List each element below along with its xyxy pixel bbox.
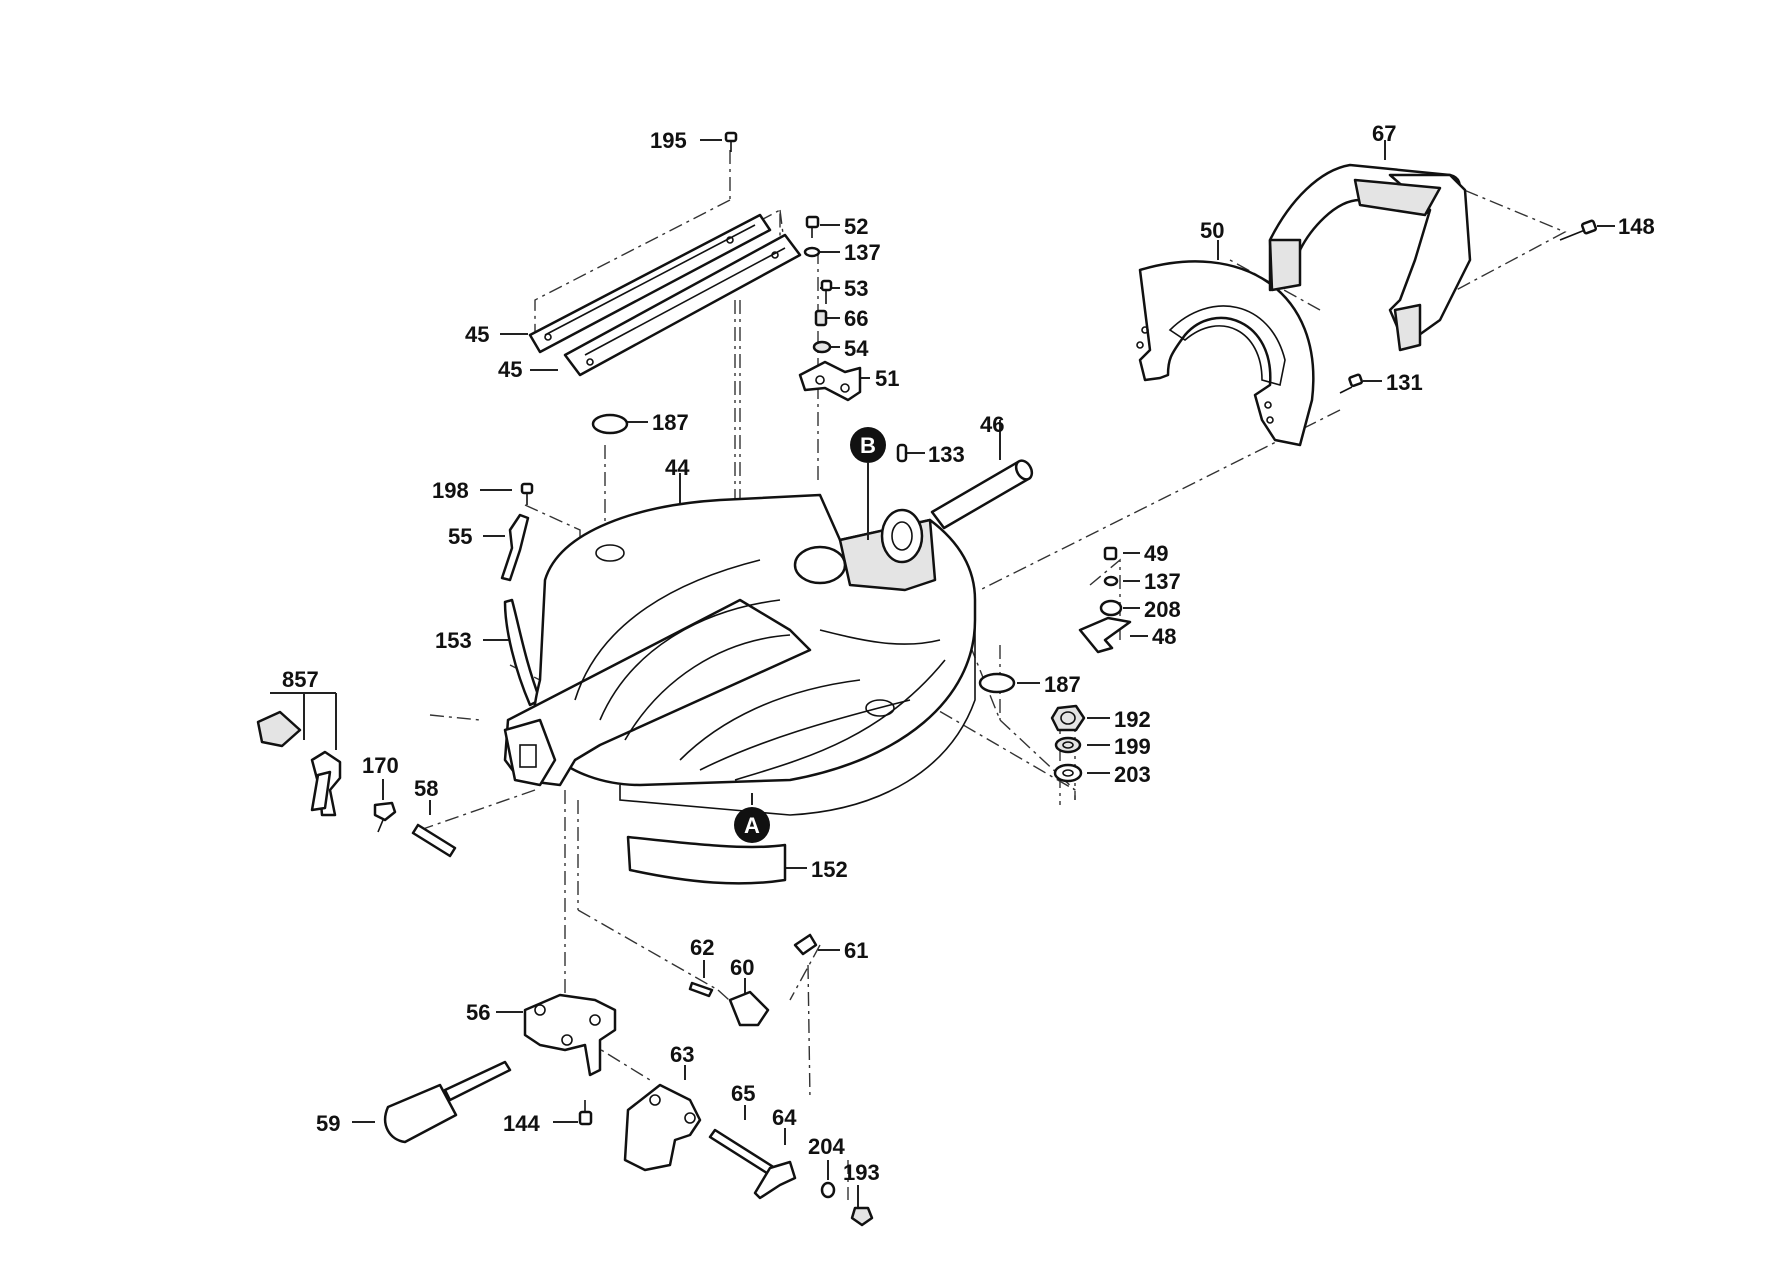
part-193-nut <box>850 1206 874 1227</box>
callout-144: 144 <box>503 1111 540 1136</box>
part-187-plug-left <box>591 413 629 435</box>
callout-199: 199 <box>1114 734 1151 759</box>
callout-203: 203 <box>1114 762 1151 787</box>
callout-66: 66 <box>844 306 868 331</box>
callout-46: 46 <box>980 412 1004 437</box>
part-66-spring <box>814 309 828 327</box>
part-51-bracket <box>798 360 862 402</box>
leader-lines <box>270 139 1615 1210</box>
part-52-bolt <box>805 215 820 238</box>
callout-187: 187 <box>652 410 689 435</box>
part-199-lockwasher <box>1054 736 1082 754</box>
part-170-knob <box>373 801 397 833</box>
callout-51: 51 <box>875 366 899 391</box>
part-49-bolt <box>1103 546 1118 561</box>
callout-45: 45 <box>465 322 489 347</box>
part-60-latch <box>728 990 770 1027</box>
marker-B-label: B <box>860 433 876 458</box>
callout-137: 137 <box>844 240 881 265</box>
callout-208: 208 <box>1144 597 1181 622</box>
part-137-washer-top <box>803 246 821 258</box>
callout-192: 192 <box>1114 707 1151 732</box>
marker-A-label: A <box>744 813 760 838</box>
callout-labels: 195 67 52 137 50 148 53 66 45 54 45 51 1… <box>282 121 1655 1185</box>
callout-198: 198 <box>432 478 469 503</box>
part-192-nut <box>1050 704 1086 732</box>
part-204-washer <box>820 1181 836 1199</box>
part-56-bracket <box>523 993 617 1077</box>
part-203-washer <box>1053 763 1083 783</box>
part-133-pin <box>896 443 908 463</box>
part-148-screw <box>1559 219 1598 241</box>
marker-A: A <box>734 793 770 843</box>
callout-54: 54 <box>844 336 869 361</box>
part-152-label <box>626 835 787 885</box>
callout-58: 58 <box>414 776 438 801</box>
part-45-fence-plates <box>528 213 802 377</box>
callout-133: 133 <box>928 442 965 467</box>
part-50-guard <box>1136 260 1315 447</box>
callout-59: 59 <box>316 1111 340 1136</box>
callout-52: 52 <box>844 214 868 239</box>
callout-64: 64 <box>772 1105 797 1130</box>
part-59-knob <box>383 1060 512 1144</box>
part-55-clip <box>500 513 530 582</box>
callout-56: 56 <box>466 1000 490 1025</box>
callout-61: 61 <box>844 938 868 963</box>
callout-153: 153 <box>435 628 472 653</box>
part-144-screw <box>578 1100 593 1126</box>
callout-152: 152 <box>811 857 848 882</box>
callout-131: 131 <box>1386 370 1423 395</box>
part-153-scale-strip <box>503 598 542 707</box>
callout-857: 857 <box>282 667 319 692</box>
callout-55: 55 <box>448 524 472 549</box>
callout-60: 60 <box>730 955 754 980</box>
callout-65: 65 <box>731 1081 755 1106</box>
part-187-plug-right <box>978 672 1016 694</box>
part-64-lever <box>753 1160 797 1200</box>
part-857-lock-assembly <box>256 710 342 817</box>
part-48-plate <box>1078 616 1132 654</box>
callout-44: 44 <box>665 455 690 480</box>
callout-148: 148 <box>1618 214 1655 239</box>
part-58-rod <box>411 823 457 858</box>
callout-49: 49 <box>1144 541 1168 566</box>
marker-B: B <box>850 427 886 540</box>
part-53-bolt <box>820 279 833 304</box>
callout-204: 204 <box>808 1134 845 1159</box>
part-63-bracket <box>623 1083 702 1172</box>
part-137-washer-right <box>1103 575 1119 587</box>
callout-53: 53 <box>844 276 868 301</box>
callout-195: 195 <box>650 128 687 153</box>
callout-193: 193 <box>843 1160 880 1185</box>
part-54-washer <box>812 340 832 354</box>
part-44-base <box>503 493 977 816</box>
callout-187-right: 187 <box>1044 672 1081 697</box>
part-198-screw <box>520 482 534 505</box>
part-61-spring <box>793 933 818 956</box>
callout-137-right: 137 <box>1144 569 1181 594</box>
callout-62: 62 <box>690 935 714 960</box>
part-67-handle <box>1268 163 1472 352</box>
part-62-pin <box>688 981 714 998</box>
part-131-screw <box>1339 373 1364 394</box>
callout-45-lower: 45 <box>498 357 522 382</box>
part-46-shaft <box>930 459 1034 530</box>
callout-50: 50 <box>1200 218 1224 243</box>
callout-67: 67 <box>1372 121 1396 146</box>
callout-48: 48 <box>1152 624 1176 649</box>
callout-170: 170 <box>362 753 399 778</box>
part-195-screw <box>724 131 738 152</box>
part-208-washer <box>1099 599 1123 617</box>
callout-63: 63 <box>670 1042 694 1067</box>
part-65-rod <box>708 1128 777 1177</box>
